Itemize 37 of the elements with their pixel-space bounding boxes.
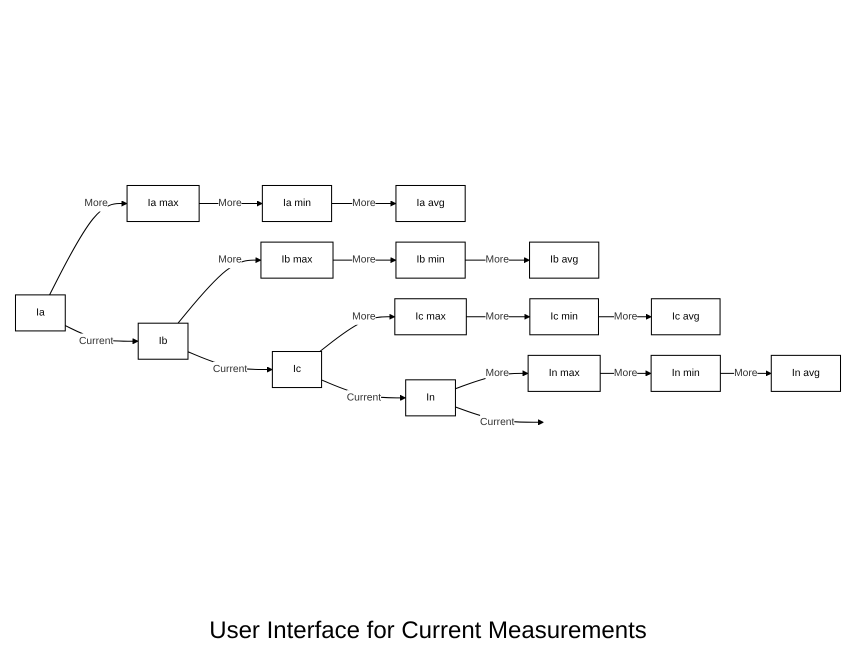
edge-label: More	[218, 254, 242, 266]
edge-label: More	[614, 310, 638, 323]
node-box: Ib max	[260, 242, 334, 280]
edge-label: More	[352, 310, 376, 323]
edge-label: More	[614, 367, 638, 380]
node-box: Ic max	[394, 298, 467, 336]
arrow	[320, 314, 396, 352]
edge-label: Current	[346, 392, 382, 404]
edge-label: More	[352, 254, 376, 266]
arrow	[455, 370, 528, 390]
node-box: In	[405, 380, 456, 417]
edge-label: More	[352, 198, 376, 210]
node-box: Ic min	[529, 298, 599, 336]
edge-label: More	[84, 198, 108, 210]
edge-label: More	[218, 198, 242, 210]
caption: User Interface for Current Measurements	[209, 617, 647, 645]
edge-label: More	[485, 310, 509, 323]
node-box: Ib avg	[529, 242, 600, 280]
edge-label: More	[485, 254, 509, 266]
arrow	[49, 200, 128, 296]
node-box: Ib min	[395, 242, 466, 280]
node-box: Ia avg	[395, 185, 466, 222]
edge-label: More	[485, 367, 509, 380]
node-box: In max	[528, 355, 601, 392]
arrow	[178, 258, 262, 324]
node-box: In avg	[770, 355, 842, 392]
node-box: Ib	[138, 323, 188, 360]
node-box: Ic	[272, 351, 322, 388]
edge-label: Current	[78, 335, 114, 347]
node-box: Ia min	[262, 185, 332, 222]
node-box: Ic avg	[650, 298, 721, 336]
edge-label: Current	[480, 416, 514, 428]
node-box: Ia	[14, 294, 66, 332]
node-box: Ia max	[126, 185, 200, 222]
edge-label: More	[734, 367, 758, 380]
edge-label: Current	[212, 364, 248, 376]
node-box: In min	[650, 355, 721, 392]
